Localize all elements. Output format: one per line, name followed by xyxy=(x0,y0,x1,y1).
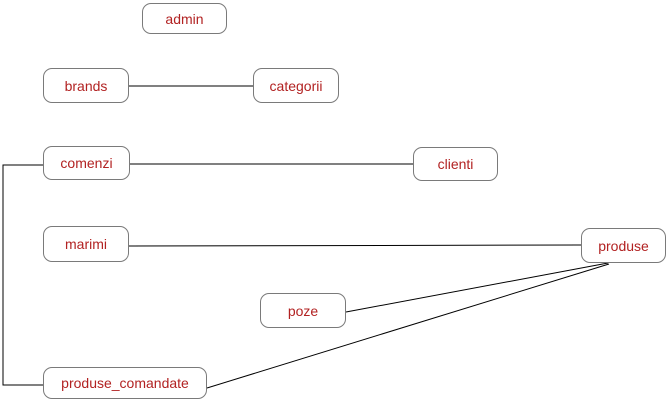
node-produse[interactable]: produse xyxy=(581,228,666,263)
node-label-produse: produse xyxy=(598,237,649,254)
node-label-clienti: clienti xyxy=(437,156,474,172)
node-label-produse_comandate: produse_comandate xyxy=(61,375,189,391)
node-label-brands: brands xyxy=(64,77,108,94)
node-categorii[interactable]: categorii xyxy=(253,68,339,103)
edge-marimi-produse xyxy=(128,244,582,247)
edge-poze-produse xyxy=(345,262,609,313)
node-label-categorii: categorii xyxy=(269,77,323,94)
edge-produse_comandate-produse xyxy=(206,263,610,389)
node-marimi[interactable]: marimi xyxy=(43,226,129,262)
node-poze[interactable]: poze xyxy=(260,293,346,328)
node-produse_comandate[interactable]: produse_comandate xyxy=(43,367,207,399)
node-clienti[interactable]: clienti xyxy=(413,147,498,181)
node-label-admin: admin xyxy=(165,10,204,27)
node-label-comenzi: comenzi xyxy=(60,155,113,171)
node-label-poze: poze xyxy=(287,302,319,319)
node-brands[interactable]: brands xyxy=(43,68,129,103)
edge-comenzi-produse_comandate xyxy=(2,164,43,386)
node-label-marimi: marimi xyxy=(65,236,107,252)
node-comenzi[interactable]: comenzi xyxy=(43,146,130,180)
node-admin[interactable]: admin xyxy=(142,3,227,34)
